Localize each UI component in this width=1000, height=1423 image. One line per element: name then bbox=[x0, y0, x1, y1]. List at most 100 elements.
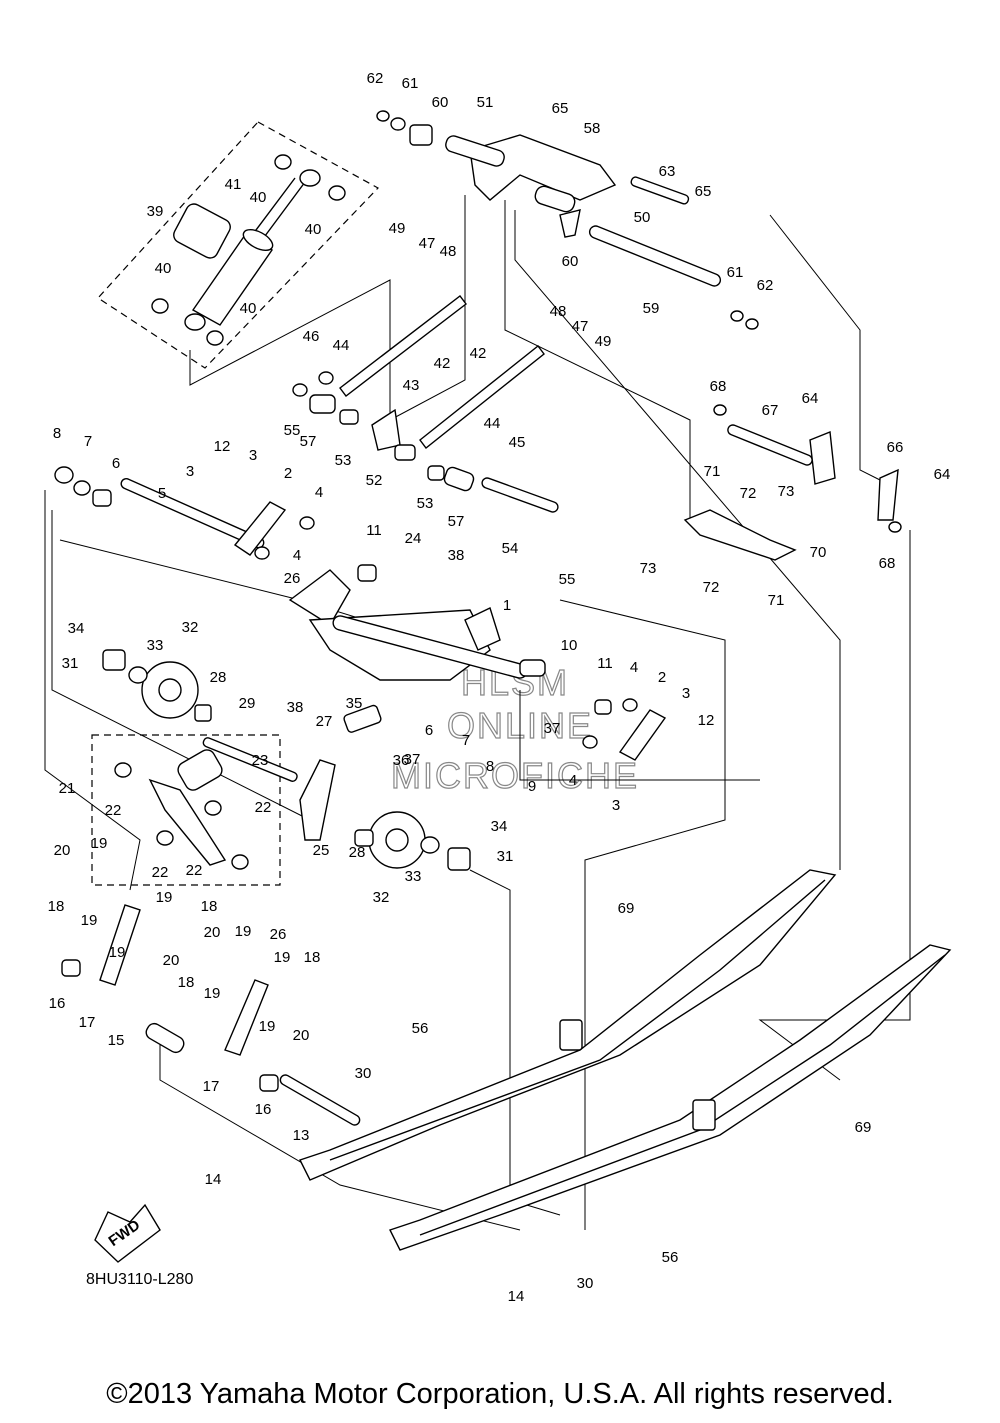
part-number-label: 40 bbox=[155, 260, 172, 277]
fwd-arrow-icon: FWD bbox=[94, 1203, 161, 1263]
part-number-label: 60 bbox=[562, 253, 579, 270]
part-number-label: 50 bbox=[634, 209, 651, 226]
part-number-label: 56 bbox=[412, 1020, 429, 1037]
part-number-label: 69 bbox=[855, 1119, 872, 1136]
part-number-label: 38 bbox=[287, 699, 304, 716]
part-number-label: 25 bbox=[313, 842, 330, 859]
part-number-label: 56 bbox=[662, 1249, 679, 1266]
part-number-label: 3 bbox=[249, 447, 257, 464]
copyright-notice: ©2013 Yamaha Motor Corporation, U.S.A. A… bbox=[106, 1378, 894, 1410]
front-shock-21 bbox=[114, 749, 249, 870]
part-number-label: 36 bbox=[393, 752, 410, 769]
part-number-label: 37 bbox=[544, 720, 561, 737]
part-number-label: 48 bbox=[440, 243, 457, 260]
part-number-label: 60 bbox=[432, 94, 449, 111]
part-number-label: 35 bbox=[346, 695, 363, 712]
part-number-label: 55 bbox=[284, 422, 301, 439]
part-number-label: 42 bbox=[470, 345, 487, 362]
part-number-label: 31 bbox=[62, 655, 79, 672]
upper-arm-58 bbox=[376, 110, 759, 330]
drawing-code: 8HU3110-L280 bbox=[86, 1271, 194, 1288]
part-number-label: 53 bbox=[417, 495, 434, 512]
part-number-label: 22 bbox=[255, 799, 272, 816]
part-number-label: 43 bbox=[403, 377, 420, 394]
part-number-label: 18 bbox=[48, 898, 65, 915]
part-number-label: 72 bbox=[740, 485, 757, 502]
part-number-label: 9 bbox=[528, 778, 536, 795]
part-number-label: 3 bbox=[186, 463, 194, 480]
shock-group-39-box bbox=[97, 121, 379, 369]
part-number-label: 44 bbox=[484, 415, 501, 432]
part-number-label: 73 bbox=[640, 560, 657, 577]
part-number-label: 69 bbox=[618, 900, 635, 917]
part-number-label: 20 bbox=[204, 924, 221, 941]
part-number-label: 40 bbox=[240, 300, 257, 317]
part-number-label: 61 bbox=[402, 75, 419, 92]
part-number-label: 22 bbox=[186, 862, 203, 879]
part-number-label: 4 bbox=[315, 484, 323, 501]
part-number-label: 19 bbox=[91, 835, 108, 852]
part-number-label: 21 bbox=[59, 780, 76, 797]
part-number-label: 55 bbox=[559, 571, 576, 588]
part-number-label: 71 bbox=[704, 463, 721, 480]
part-number-label: 19 bbox=[156, 889, 173, 906]
part-number-label: 66 bbox=[887, 439, 904, 456]
part-number-label: 19 bbox=[259, 1018, 276, 1035]
part-number-label: 70 bbox=[810, 544, 827, 561]
part-number-label: 45 bbox=[509, 434, 526, 451]
part-number-label: 13 bbox=[293, 1127, 310, 1144]
part-number-label: 12 bbox=[214, 438, 231, 455]
part-number-label: 6 bbox=[425, 722, 433, 739]
part-number-label: 62 bbox=[367, 70, 384, 87]
rear-axle-67 bbox=[683, 404, 902, 561]
part-number-label: 57 bbox=[448, 513, 465, 530]
part-number-label: 40 bbox=[250, 189, 267, 206]
part-number-label: 19 bbox=[204, 985, 221, 1002]
part-number-label: 12 bbox=[698, 712, 715, 729]
part-number-label: 30 bbox=[355, 1065, 372, 1082]
part-number-label: 33 bbox=[147, 637, 164, 654]
part-number-label: 3 bbox=[682, 685, 690, 702]
part-number-label: 49 bbox=[389, 220, 406, 237]
part-number-label: 22 bbox=[152, 864, 169, 881]
part-number-label: 6 bbox=[112, 455, 120, 472]
part-number-label: 15 bbox=[108, 1032, 125, 1049]
part-number-label: 61 bbox=[727, 264, 744, 281]
part-number-label: 68 bbox=[879, 555, 896, 572]
part-number-label: 19 bbox=[235, 923, 252, 940]
part-number-label: 41 bbox=[225, 176, 242, 193]
part-number-label: 65 bbox=[552, 100, 569, 117]
part-number-label: 20 bbox=[163, 952, 180, 969]
part-number-label: 62 bbox=[757, 277, 774, 294]
part-number-label: 47 bbox=[419, 235, 436, 252]
part-number-label: 17 bbox=[203, 1078, 220, 1095]
shock-group-21-box bbox=[91, 734, 281, 886]
part-number-label: 18 bbox=[304, 949, 321, 966]
part-number-label: 1 bbox=[503, 597, 511, 614]
part-number-label: 71 bbox=[768, 592, 785, 609]
part-number-label: 11 bbox=[366, 522, 382, 539]
idler-wheels bbox=[102, 649, 471, 871]
part-number-label: 52 bbox=[366, 472, 383, 489]
part-number-label: 51 bbox=[477, 94, 494, 111]
part-number-label: 27 bbox=[316, 713, 333, 730]
part-number-label: 42 bbox=[434, 355, 451, 372]
part-number-label: 18 bbox=[178, 974, 195, 991]
part-number-label: 46 bbox=[303, 328, 320, 345]
part-number-label: 18 bbox=[201, 898, 218, 915]
part-number-label: 67 bbox=[762, 402, 779, 419]
part-number-label: 14 bbox=[205, 1171, 222, 1188]
part-number-label: 23 bbox=[252, 752, 269, 769]
part-number-label: 32 bbox=[182, 619, 199, 636]
part-number-label: 34 bbox=[491, 818, 508, 835]
part-number-label: 47 bbox=[572, 318, 589, 335]
bracket-27 bbox=[299, 704, 382, 847]
part-number-label: 17 bbox=[79, 1014, 96, 1031]
part-number-label: 19 bbox=[109, 944, 126, 961]
slide-rails bbox=[299, 869, 952, 1251]
part-number-label: 8 bbox=[53, 425, 61, 442]
front-arm-1 bbox=[54, 466, 612, 715]
part-number-label: 16 bbox=[49, 995, 66, 1012]
part-number-label: 16 bbox=[255, 1101, 272, 1118]
